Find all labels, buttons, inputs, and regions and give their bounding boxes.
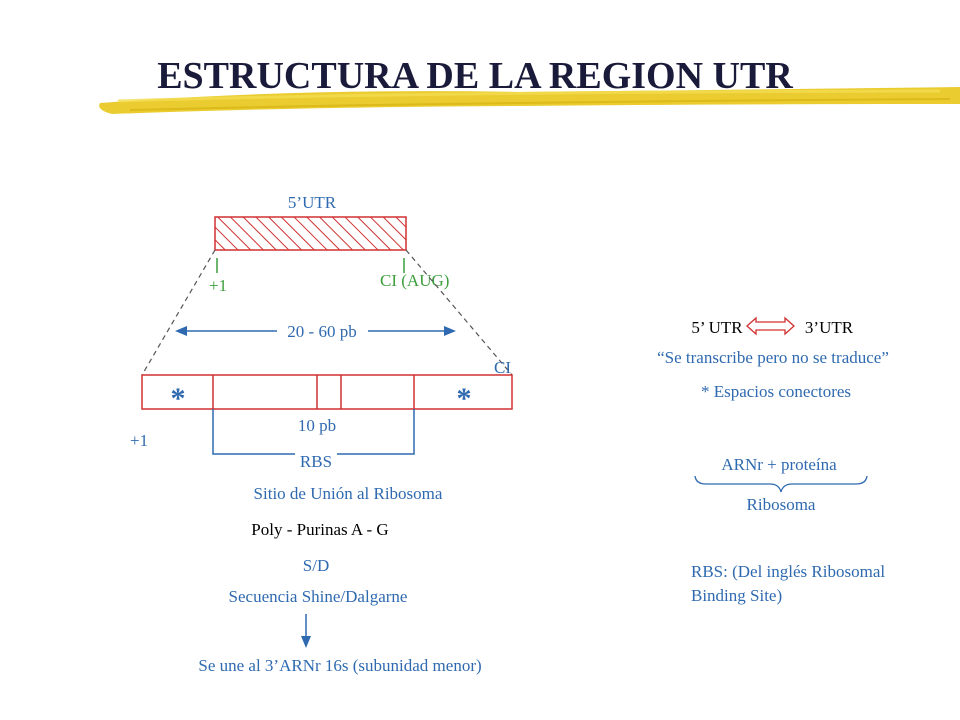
utr5-hatched-box <box>214 216 407 251</box>
page-title: ESTRUCTURA DE LA REGION UTR <box>157 55 793 97</box>
ten-pb-label: 10 pb <box>298 416 336 435</box>
star-right: * <box>457 382 472 415</box>
double-arrow-icon <box>746 316 795 336</box>
distance-label: 20 - 60 pb <box>287 322 356 341</box>
ribosoma-label: Ribosoma <box>747 495 816 514</box>
transcribe-label: “Se transcribe pero no se traduce” <box>657 348 889 367</box>
distance-arrowhead-left <box>175 326 187 336</box>
rbs-definition-line2: Binding Site) <box>691 586 782 605</box>
right-utr5-label: 5’ UTR <box>691 318 743 337</box>
plus1-top-label: +1 <box>209 276 227 295</box>
star-left: * <box>171 382 186 415</box>
une-label: Se une al 3’ARNr 16s (subunidad menor) <box>198 656 481 675</box>
arnr-label: ARNr + proteína <box>721 455 837 474</box>
rbs-definition-line1: RBS: (Del inglés Ribosomal <box>691 562 885 581</box>
ci-label: CI <box>494 358 511 377</box>
utr5-label: 5’UTR <box>288 193 337 212</box>
rbs-bracket-right <box>337 409 415 455</box>
right-utr3-label: 3’UTR <box>805 318 854 337</box>
rbs-label: RBS <box>300 452 332 471</box>
rbs-bracket <box>212 409 295 455</box>
secuencia-label: Secuencia Shine/Dalgarne <box>229 587 408 606</box>
poly-label: Poly - Purinas A - G <box>251 520 388 539</box>
title-underline <box>99 87 960 114</box>
projection-line-right <box>405 249 513 376</box>
sitio-label: Sitio de Unión al Ribosoma <box>254 484 443 503</box>
expanded-region-bar <box>141 374 513 410</box>
down-arrowhead <box>301 636 311 648</box>
ci-aug-label: CI (AUG) <box>380 271 449 290</box>
ribosome-brace <box>694 475 868 493</box>
distance-arrowhead-right <box>444 326 456 336</box>
espacios-label: * Espacios conectores <box>701 382 851 401</box>
sd-label: S/D <box>303 556 329 575</box>
plus1-bottom-label: +1 <box>130 431 148 450</box>
projection-line-left <box>141 249 216 376</box>
